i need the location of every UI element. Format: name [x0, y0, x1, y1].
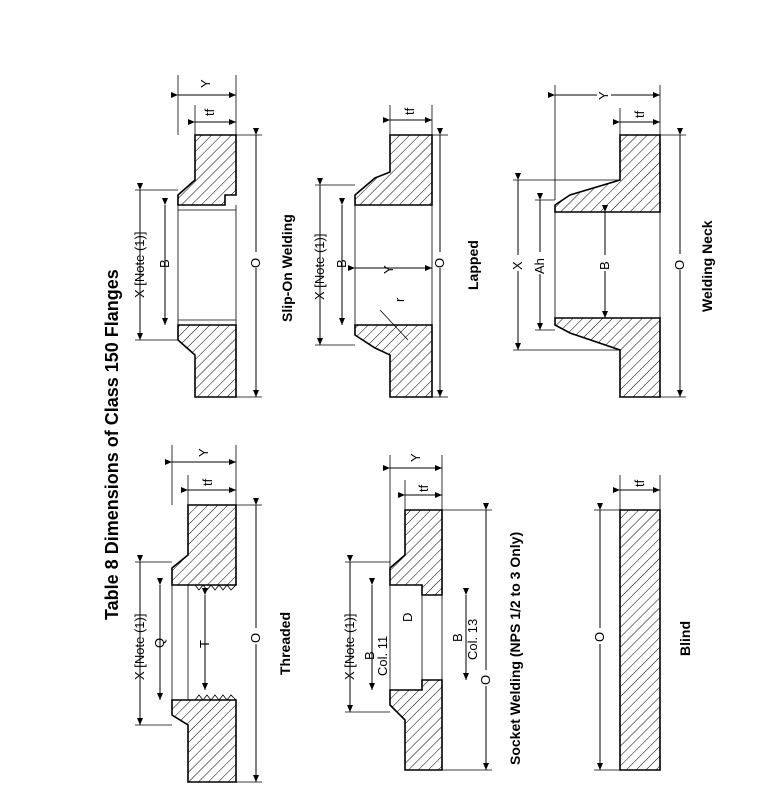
lapped-x-label: X [Note (1)] [312, 234, 327, 300]
lapped-r-label: r [392, 297, 407, 302]
slip-on-b-label: B [157, 259, 172, 268]
lapped-y-inner-label: Y [381, 265, 396, 274]
slip-on-o-label: O [248, 258, 263, 268]
lapped-flange: X [Note (1)] B Y r O tf Lapped [312, 105, 481, 398]
threaded-t-label: T [197, 640, 212, 648]
socket-section-top [389, 509, 443, 596]
socket-flange: X [Note (1)] B Col. 11 D B Col. 13 O Y t… [342, 453, 523, 771]
lapped-o-label: O [432, 258, 447, 268]
figure-title: Table 8 Dimensions of Class 150 Flanges [102, 269, 122, 620]
lapped-b-label: B [334, 259, 349, 268]
threaded-o-label: O [248, 633, 263, 643]
blind-caption: Blind [677, 621, 693, 656]
socket-b13-label: B [450, 633, 465, 642]
blind-tf-label: tf [632, 479, 647, 487]
threaded-caption: Threaded [277, 612, 293, 675]
socket-tf-label: tf [416, 484, 431, 492]
slip-on-tf-label: tf [202, 108, 217, 116]
welding-neck-flange: X Ah B O Y tf Welding Neck [510, 85, 715, 398]
socket-o-label: O [478, 675, 493, 685]
threaded-tf-label: tf [200, 478, 215, 486]
socket-col13-label: Col. 13 [465, 619, 480, 660]
welding-neck-ah-label: Ah [532, 258, 547, 274]
lapped-section-top [354, 134, 433, 206]
welding-neck-section-top [554, 134, 661, 213]
slip-on-x-label: X [Note (1)] [132, 232, 147, 298]
welding-neck-section-bottom [554, 317, 661, 398]
threaded-section-top [171, 504, 237, 586]
welding-neck-o-label: O [672, 260, 687, 270]
lapped-section-bottom [354, 324, 433, 398]
socket-section-bottom [389, 679, 443, 771]
socket-x-label: X [Note (1)] [342, 614, 357, 680]
welding-neck-b-label: B [597, 261, 612, 270]
blind-section [619, 509, 661, 771]
welding-neck-y-label: Y [596, 91, 611, 100]
welding-neck-caption: Welding Neck [699, 220, 715, 312]
socket-b11-label: B [362, 651, 377, 660]
lapped-tf-label: tf [402, 107, 417, 115]
lapped-caption: Lapped [465, 240, 481, 290]
threaded-q-label: Q [152, 638, 167, 648]
slip-on-y-label: Y [198, 79, 213, 88]
socket-caption: Socket Welding (NPS 1/2 to 3 Only) [507, 532, 523, 765]
blind-o-label: O [592, 632, 607, 642]
slip-on-caption: Slip-On Welding [279, 214, 295, 322]
threaded-flange: X [Note (1)] Q T O Y tf Threaded [132, 445, 293, 783]
welding-neck-x-label: X [510, 261, 525, 270]
socket-d-label: D [400, 613, 415, 622]
slip-on-section-top [177, 134, 237, 206]
socket-y-label: Y [408, 453, 423, 462]
blind-flange: O tf Blind [592, 475, 693, 771]
slip-on-flange: X [Note (1)] B O Y tf Slip-On Welding [132, 75, 295, 398]
socket-col11-label: Col. 11 [375, 636, 390, 676]
threaded-x-label: X [Note (1)] [132, 614, 147, 680]
slip-on-section-bottom [177, 324, 237, 398]
threaded-section-bottom [171, 699, 237, 783]
threaded-y-label: Y [196, 448, 211, 457]
welding-neck-tf-label: tf [632, 110, 647, 118]
